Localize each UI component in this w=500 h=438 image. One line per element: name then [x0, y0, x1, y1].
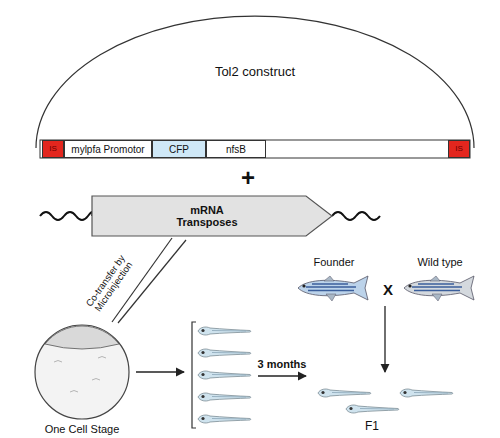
founder-fish [298, 276, 368, 301]
cross-sign: X [378, 282, 398, 299]
larva [400, 389, 453, 397]
text-area: nfsB [206, 140, 266, 158]
reporter-segment: CFP [152, 140, 206, 158]
node-outline [30, 8, 480, 160]
node-outline [32, 322, 132, 438]
node-text: mRNA Transposes [162, 204, 252, 228]
node-text: mylpfa Promotor [71, 144, 144, 155]
process-arrow [384, 306, 385, 372]
segment-box [153, 141, 206, 158]
text-area: mRNA Transposes [162, 196, 252, 236]
larva [198, 393, 251, 401]
segment-box [449, 141, 470, 158]
plus-sign: + [233, 165, 263, 191]
egg-circle [35, 325, 129, 419]
construct-plasmid: Tol2 constructIS mylpfa Promotor CFP nfsB IS [30, 8, 480, 160]
larva [198, 349, 251, 357]
larva [198, 371, 251, 379]
node-text: One Cell Stage [45, 423, 120, 435]
text-area: Tol2 construct [30, 60, 480, 84]
blastodisc [45, 326, 119, 349]
mrna-strand [332, 212, 380, 220]
text-area: IS [42, 140, 64, 158]
method-label: Co-transfer by Microinjection [75, 240, 145, 327]
segment-box [65, 141, 152, 158]
wildtype-fish [404, 276, 474, 301]
fish-label: Wild type [405, 256, 475, 268]
node-text: CFP [169, 144, 189, 155]
generation-label: F1 [357, 420, 387, 433]
text-area: One Cell Stage [32, 421, 132, 437]
mrna-strand [40, 212, 93, 220]
node-text: nfsB [226, 144, 246, 155]
process-arrow [258, 375, 306, 376]
larva [318, 389, 371, 397]
group-bracket [192, 322, 196, 428]
text-area: CFP [152, 140, 206, 158]
larva [198, 415, 251, 423]
time-label: 3 months [242, 358, 322, 370]
segment-box [43, 141, 64, 158]
larva [198, 327, 251, 335]
process-arrow [136, 371, 184, 372]
node-text: IS [49, 145, 57, 154]
segment-box [207, 141, 266, 158]
mrna-arrow-box: mRNA Transposes [92, 196, 332, 236]
pipette-wall [118, 240, 186, 323]
embryo-cell: One Cell Stage [32, 322, 132, 438]
inverted-repeat: IS [42, 140, 64, 158]
construct-bar [40, 140, 470, 158]
inverted-repeat: IS [448, 140, 470, 158]
node-text: IS [455, 145, 463, 154]
plasmid-arc [36, 16, 474, 148]
mrna-shape [92, 196, 332, 236]
text-area: IS [448, 140, 470, 158]
fish-label: Founder [299, 256, 369, 268]
text-area: mylpfa Promotor [64, 140, 152, 158]
yolk-texture [54, 357, 106, 393]
larva [346, 405, 399, 413]
node-text: Tol2 construct [215, 65, 295, 79]
gene-segment: nfsB [206, 140, 266, 158]
promoter-segment: mylpfa Promotor [64, 140, 152, 158]
